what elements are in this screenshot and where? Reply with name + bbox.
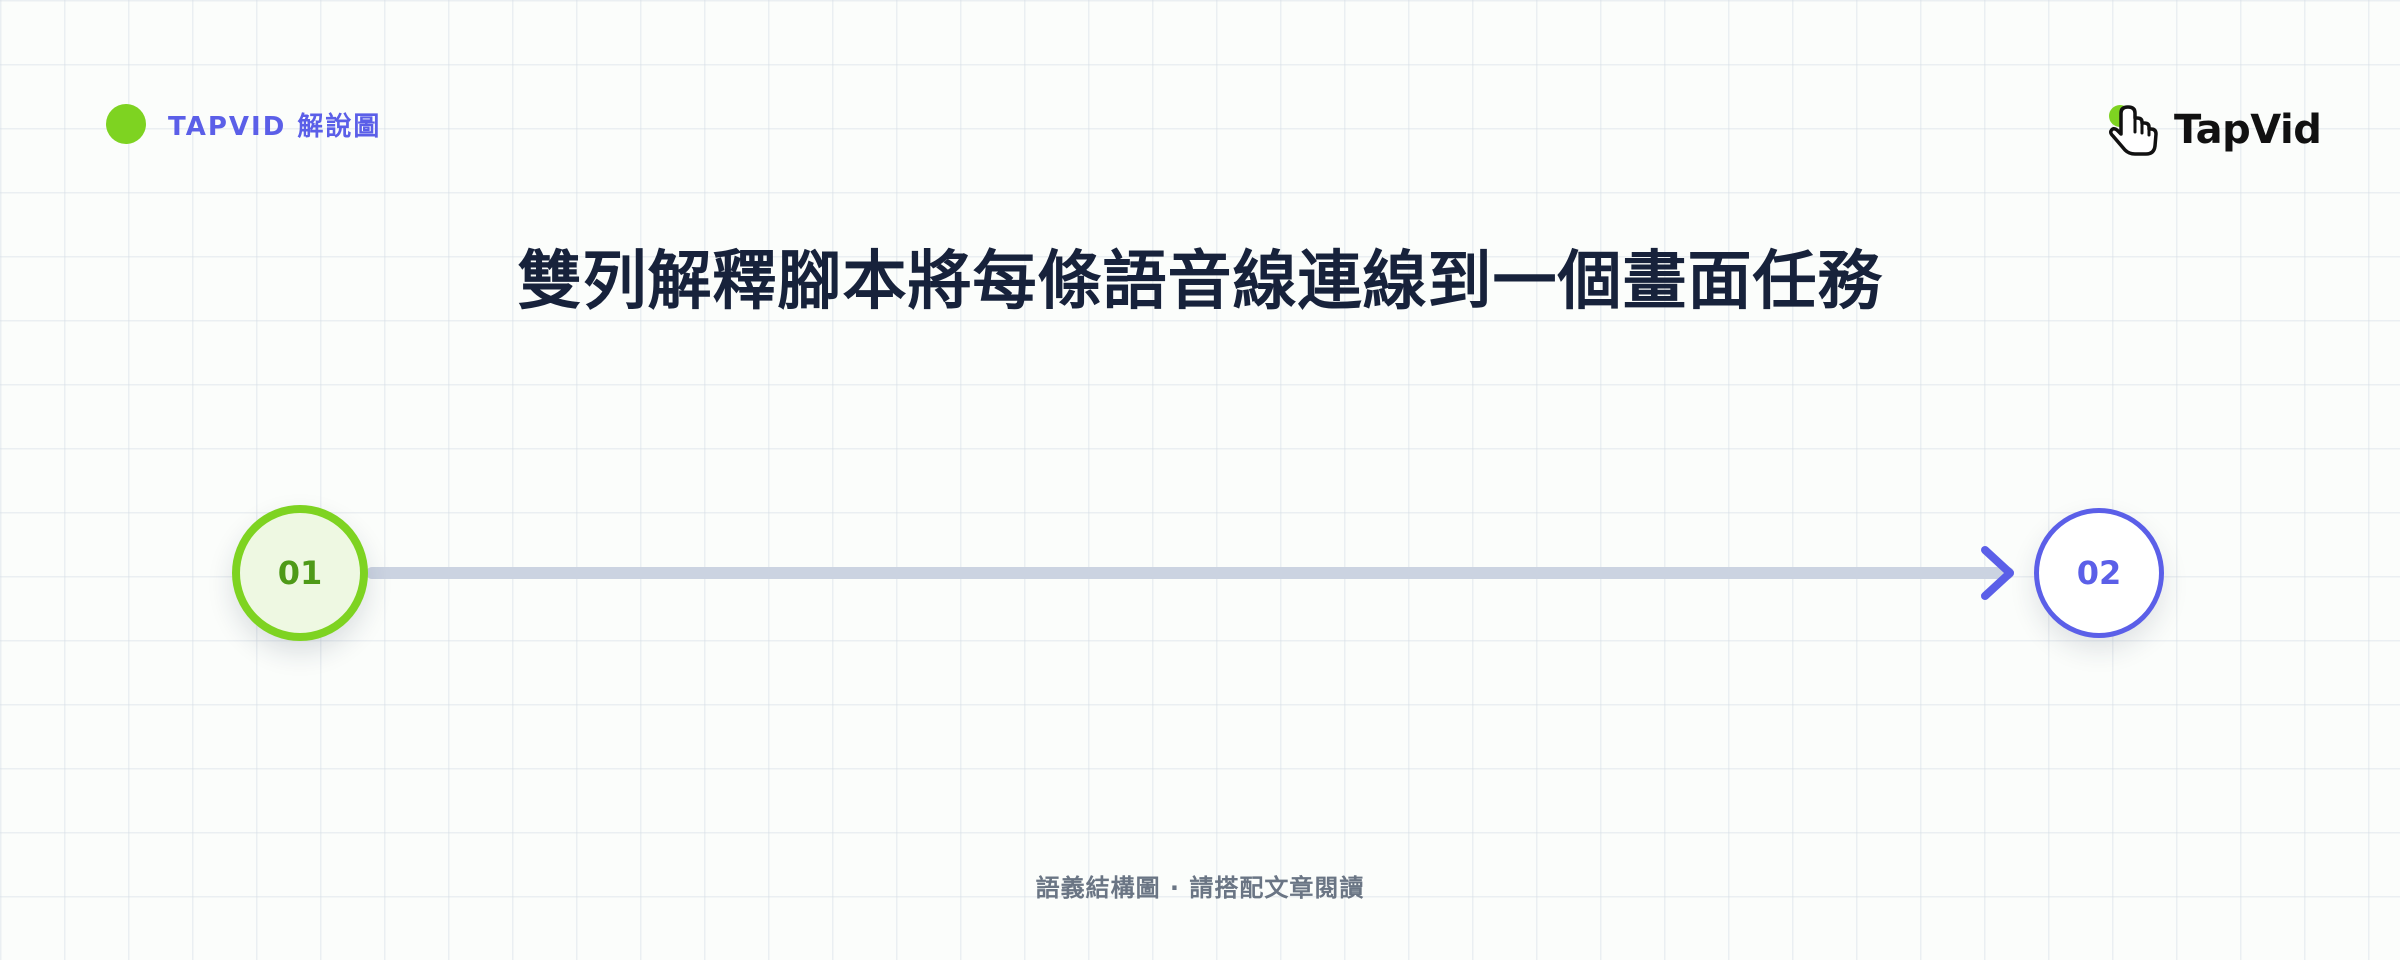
step-node-end: 02 [2034, 508, 2164, 638]
logo-wordmark: TapVid [2174, 107, 2322, 153]
tapvid-logo: TapVid [2106, 100, 2322, 160]
tap-hand-icon [2109, 105, 2158, 156]
brand-tag: TAPVID 解說圖 [106, 104, 381, 144]
step-node-label: 02 [2076, 554, 2122, 592]
brand-dot-icon [106, 104, 146, 144]
step-node-label: 01 [277, 554, 323, 592]
brand-tag-label: TAPVID 解說圖 [168, 111, 382, 142]
diagram-title: 雙列解釋腳本將每條語音線連線到一個畫面任務 [517, 245, 1883, 319]
arrowhead-icon [1981, 546, 2014, 600]
step-node-start: 01 [232, 505, 368, 641]
footer-caption: 語義結構圖 · 請搭配文章閱讀 [1035, 874, 1365, 902]
